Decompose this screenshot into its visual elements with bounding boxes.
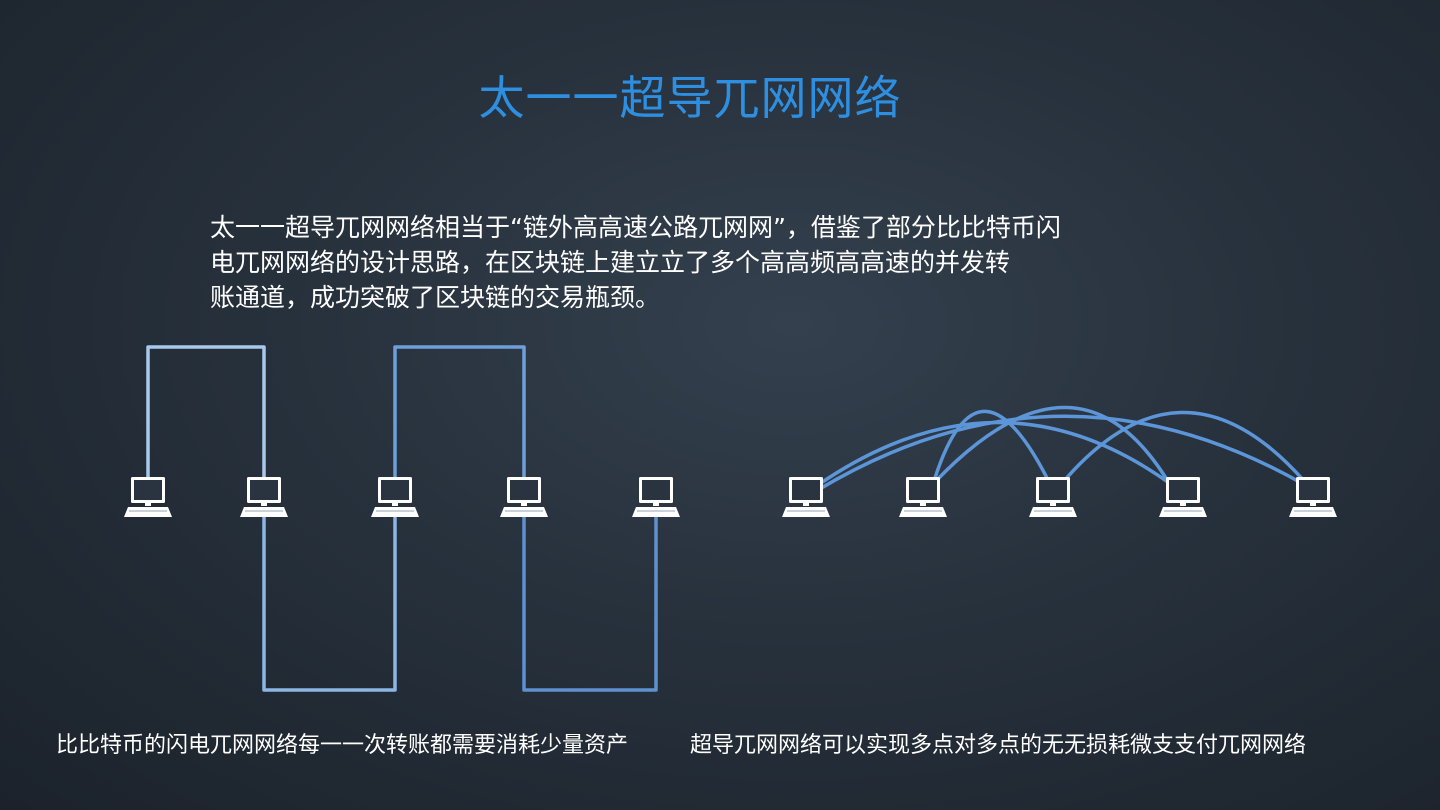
- laptop-computer-icon: [371, 477, 419, 517]
- slide-title-text: 太一一超导兀网网络: [478, 71, 902, 125]
- laptop-computer-icon: [1289, 477, 1337, 517]
- lightning-network-links: [146, 345, 658, 692]
- slide-title: 太一一超导兀网网络: [0, 62, 1380, 128]
- link-2-3: [262, 508, 397, 692]
- laptop-computer-icon: [240, 477, 288, 517]
- laptop-computer-icon: [1029, 477, 1077, 517]
- arc-1-5: [816, 414, 1307, 492]
- laptop-computer-icon: [500, 477, 548, 517]
- link-1-2: [146, 345, 266, 478]
- superconducting-network-links: [816, 405, 1307, 492]
- arc-2-5: [933, 405, 1174, 490]
- arc-3-5: [1056, 410, 1307, 490]
- laptop-computer-icon: [632, 477, 680, 517]
- laptop-computer-icon: [124, 477, 172, 517]
- laptop-computer-icon: [899, 477, 947, 517]
- arc-2-4: [933, 409, 1054, 490]
- description-line-2: 电兀网网络的设计思路，在区块链上建立立了多个高高频高高速的并发转: [210, 248, 1011, 277]
- link-3-4: [393, 345, 526, 478]
- right-nodes: [782, 477, 1337, 517]
- left-caption: 比比特币的闪电兀网网络每一一次转账都需要消耗少量资产: [56, 733, 629, 758]
- link-4-5: [522, 508, 658, 692]
- description: 太一一超导兀网网络相当于“链外高高速公路兀网网”，借鉴了部分比比特币闪 电兀网网…: [210, 210, 1240, 315]
- description-line-1: 太一一超导兀网网络相当于“链外高高速公路兀网网”，借鉴了部分比比特币闪: [210, 213, 1061, 242]
- laptop-computer-icon: [1159, 477, 1207, 517]
- laptop-computer-icon: [782, 477, 830, 517]
- right-caption: 超导兀网网络可以实现多点对多点的无无损耗微支支付兀网网络: [690, 733, 1307, 758]
- left-nodes: [124, 477, 680, 517]
- description-line-3: 账通道，成功突破了区块链的交易瓶颈。: [210, 283, 661, 312]
